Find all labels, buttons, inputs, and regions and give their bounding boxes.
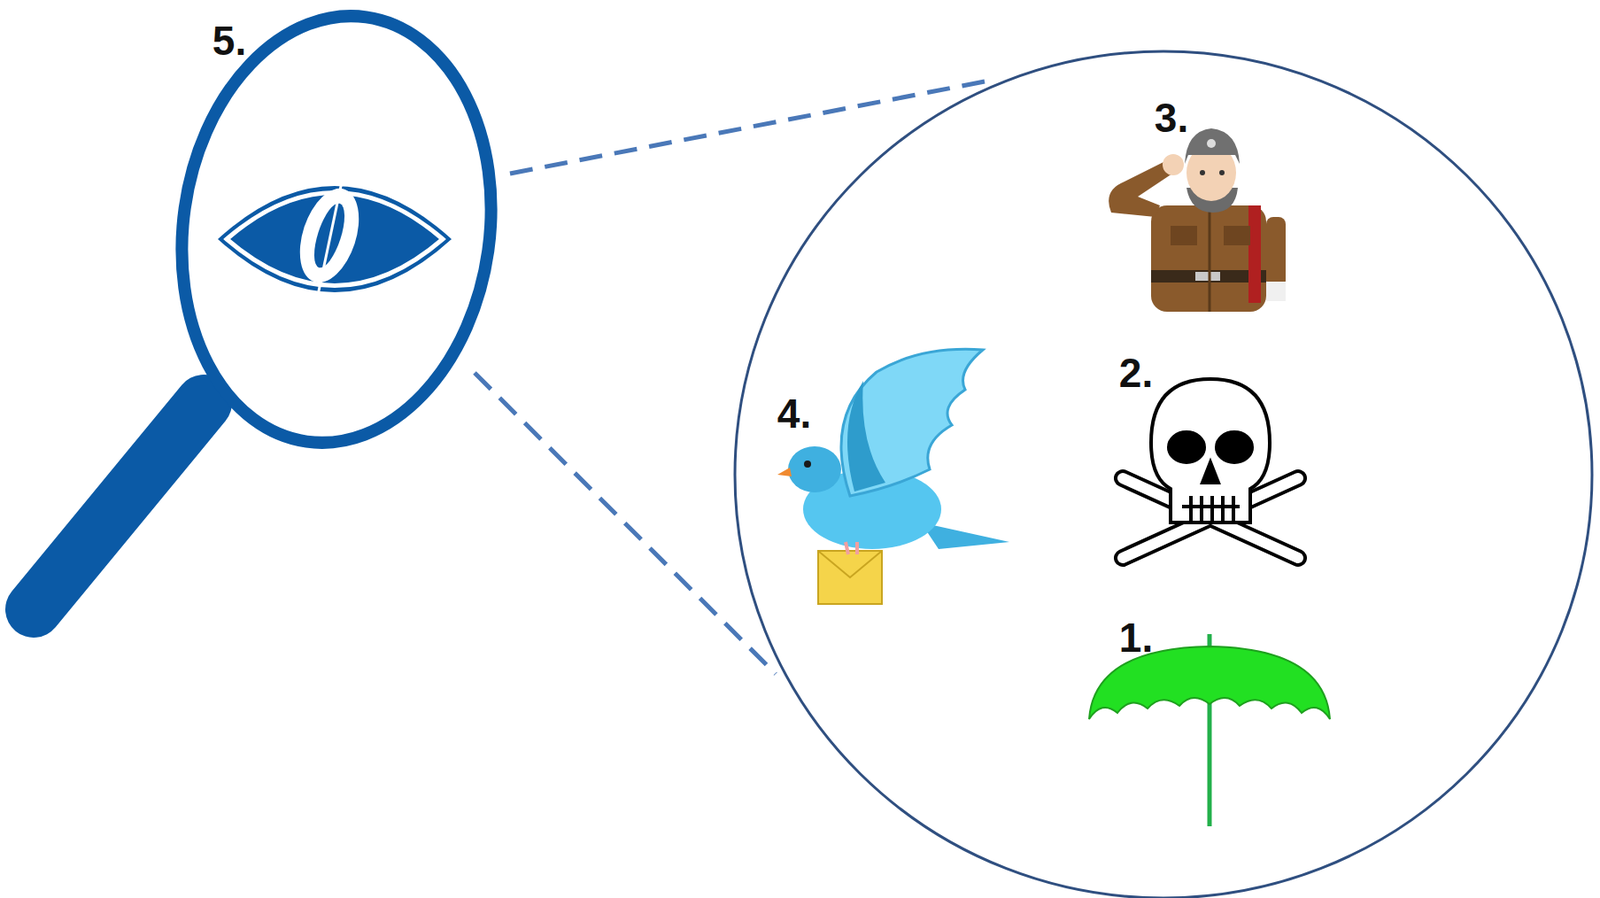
dashed-leader: [510, 81, 985, 174]
eye-highlight: [316, 173, 344, 300]
skull-icon: [1122, 378, 1299, 558]
callout-number: 3.: [1154, 93, 1189, 142]
soldier-icon: [1108, 128, 1286, 312]
magnifier-handle: [33, 402, 204, 610]
callout-number: 1.: [1119, 613, 1153, 662]
dashed-leader: [474, 372, 776, 674]
pigeon-icon: [777, 348, 1010, 604]
zoom-circle: [734, 51, 1593, 898]
callout-number: 4.: [777, 389, 812, 438]
magnifier-lens: [154, 0, 518, 464]
callout-number: 2.: [1119, 348, 1153, 397]
callout-number: 5.: [212, 16, 247, 65]
umbrella-icon: [1089, 633, 1330, 827]
